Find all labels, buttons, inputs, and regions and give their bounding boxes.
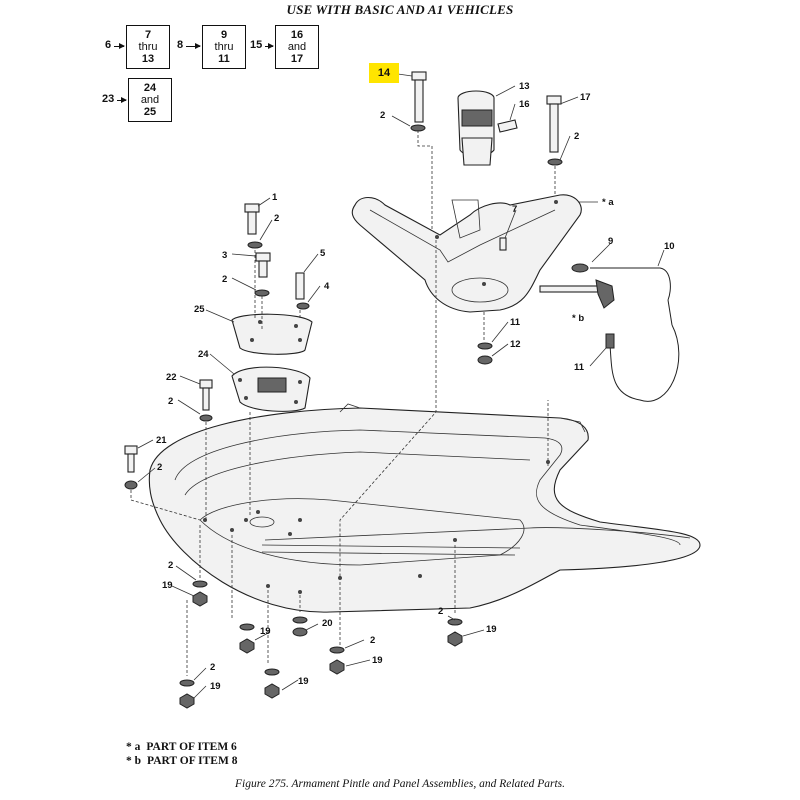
callout-2: 2 <box>157 462 162 473</box>
ref-box-mid: thru <box>138 41 158 53</box>
callout-19: 19 <box>372 655 383 666</box>
legend-text: PART OF ITEM 6 <box>146 741 237 753</box>
callout-labels: 13 16 2 17 2 * a 7 9 10 * b 11 12 11 1 2… <box>156 81 675 692</box>
callout-2: 2 <box>168 560 173 571</box>
callout-2: 2 <box>574 131 579 142</box>
ref-arrow-8 <box>186 43 201 49</box>
legend-text: PART OF ITEM 8 <box>147 755 238 767</box>
callout-17: 16 <box>519 99 530 110</box>
ref-callout-6: 6 <box>105 39 112 51</box>
legend-row-a: * a PART OF ITEM 6 <box>126 740 237 754</box>
ref-box-top: 7 <box>144 29 152 41</box>
callout-10: 10 <box>664 241 675 252</box>
callout-3: 3 <box>222 250 227 261</box>
callout-4: 4 <box>324 281 330 292</box>
callout-21: 21 <box>156 435 167 446</box>
ref-callout-8: 8 <box>177 39 184 51</box>
ref-box-24-25: 24 and 25 <box>128 78 172 122</box>
callout-5: 5 <box>320 248 326 259</box>
leader-lines <box>137 73 665 699</box>
callout-9: 9 <box>608 236 613 247</box>
alignment-lines <box>130 130 556 676</box>
callout-a: * a <box>602 197 614 208</box>
legend-marker: * b <box>126 755 142 767</box>
ref-box-mid: and <box>140 94 160 106</box>
figure-caption: Figure 275. Armament Pintle and Panel As… <box>234 778 566 790</box>
pintle-yoke-drawing <box>351 194 582 313</box>
callout-18: 17 <box>580 92 591 103</box>
callout-2: 2 <box>222 274 227 285</box>
ref-callout-15: 15 <box>250 39 263 51</box>
callout-25: 25 <box>194 304 205 315</box>
legend-marker: * a <box>126 741 141 753</box>
highlighted-callout-14: 14 <box>369 63 399 83</box>
ref-box-bottom: 11 <box>218 53 230 65</box>
legend: * a PART OF ITEM 6 * b PART OF ITEM 8 <box>126 740 237 768</box>
callout-19: 19 <box>210 681 221 692</box>
page-header: USE WITH BASIC AND A1 VEHICLES <box>286 2 514 17</box>
ref-callout-23: 23 <box>102 93 115 105</box>
socket-16-drawing <box>457 90 518 166</box>
ref-box-9-11: 9 thru 11 <box>202 25 246 69</box>
ref-box-top: 24 <box>143 82 157 94</box>
callout-2: 2 <box>168 396 173 407</box>
callout-19: 19 <box>298 676 309 687</box>
callout-19: 19 <box>162 580 173 591</box>
callout-2: 2 <box>380 110 385 121</box>
callout-2: 2 <box>274 213 279 224</box>
callout-7: 7 <box>512 204 517 215</box>
callout-19: 19 <box>260 626 271 637</box>
ref-box-bottom: 17 <box>290 53 304 65</box>
fasteners-drawing <box>124 71 680 709</box>
callout-24: 24 <box>198 349 209 360</box>
ref-arrow-6 <box>114 43 125 49</box>
callout-2: 2 <box>438 606 443 617</box>
callout-19: 19 <box>486 624 497 635</box>
callout-2: 2 <box>370 635 375 646</box>
ref-box-7-13: 7 thru 13 <box>126 25 170 69</box>
callout-13: 12 <box>510 339 521 350</box>
callout-16: 13 <box>519 81 530 92</box>
ref-box-bottom: 13 <box>141 53 155 65</box>
callout-20: 20 <box>322 618 333 629</box>
callout-22: 22 <box>166 372 177 383</box>
ref-box-mid: thru <box>214 41 234 53</box>
callout-b: * b <box>572 313 584 324</box>
ref-box-bottom: 25 <box>143 106 157 118</box>
base-panel-drawing <box>148 403 701 613</box>
legend-row-b: * b PART OF ITEM 8 <box>126 754 237 768</box>
callout-1: 1 <box>272 192 278 203</box>
callout-12: 11 <box>510 317 521 328</box>
callout-2: 2 <box>210 662 215 673</box>
ref-box-top: 16 <box>290 29 304 41</box>
callout-11: 11 <box>574 362 585 373</box>
ref-box-16-17: 16 and 17 <box>275 25 319 69</box>
ref-box-top: 9 <box>220 29 228 41</box>
ref-arrow-15 <box>265 43 274 49</box>
ref-arrow-23 <box>117 97 127 103</box>
ref-box-mid: and <box>287 41 307 53</box>
